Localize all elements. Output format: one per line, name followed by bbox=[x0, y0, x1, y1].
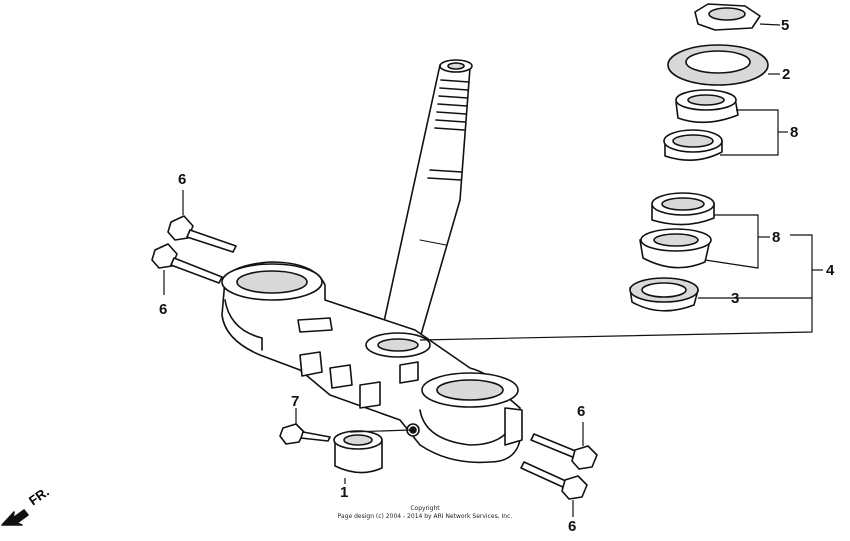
part-8-upper-bearing-cup bbox=[663, 129, 723, 161]
part-1-clamp bbox=[333, 430, 383, 474]
callout-6-right-upper: 6 bbox=[577, 403, 586, 420]
part-7-bolt bbox=[279, 423, 331, 445]
steering-stem-shaft bbox=[379, 59, 473, 346]
callout-7: 7 bbox=[291, 393, 300, 410]
callout-8-upper: 8 bbox=[790, 124, 799, 141]
callout-2: 2 bbox=[782, 66, 791, 83]
callout-6-lower-left: 6 bbox=[159, 301, 168, 318]
part-8-lower-bearing-race bbox=[639, 228, 712, 269]
part-3-lower-dust-seal bbox=[629, 277, 699, 312]
part-5-steering-stem-nut bbox=[694, 3, 761, 31]
steering-stem-bottom-bridge bbox=[221, 261, 523, 464]
callout-8-lower: 8 bbox=[772, 229, 781, 246]
callout-6-right-lower: 6 bbox=[568, 518, 577, 535]
callout-1: 1 bbox=[340, 484, 349, 501]
part-6-bolt-upper-left bbox=[167, 215, 237, 253]
front-direction-arrow bbox=[1, 509, 29, 526]
callout-3: 3 bbox=[731, 290, 740, 307]
part-6-bolt-lower-right-lower bbox=[520, 461, 588, 500]
part-8-upper-bearing-race bbox=[675, 89, 739, 124]
part-2-dust-seal bbox=[667, 44, 769, 86]
part-6-bolt-lower-right-upper bbox=[530, 433, 598, 470]
leader-lines bbox=[163, 23, 823, 517]
callout-4: 4 bbox=[826, 262, 835, 279]
copyright-line: Copyright bbox=[410, 505, 440, 512]
callout-5: 5 bbox=[781, 17, 790, 34]
callout-6-upper-left: 6 bbox=[178, 171, 187, 188]
copyright-notice: Page design (c) 2004 - 2014 by ARI Netwo… bbox=[337, 513, 513, 520]
part-6-bolt-lower-left bbox=[151, 243, 223, 284]
part-8-lower-bearing-cup bbox=[651, 192, 715, 226]
